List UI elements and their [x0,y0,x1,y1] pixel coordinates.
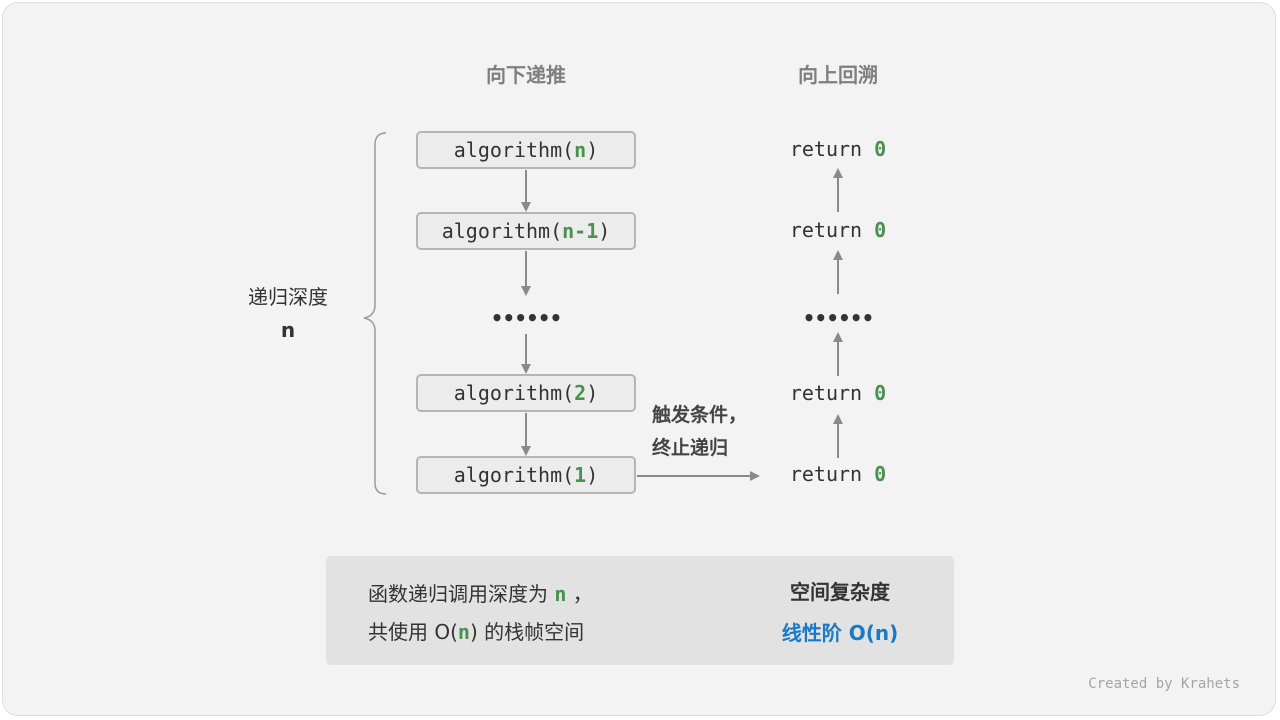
summary-var: n [554,582,567,606]
call-close: ) [586,381,599,405]
return-ellipsis: •••••• [802,306,875,330]
return-keyword: return [789,218,875,242]
summary-line-2: 共使用 O(n) 的栈帧空间 [368,616,584,645]
call-close: ) [598,219,611,243]
space-complexity-title: 空间复杂度 [790,580,890,604]
call-box-n: algorithm(n) [416,131,636,169]
trigger-line-2: 终止递归 [652,437,729,459]
depth-label: 递归深度 [248,285,328,309]
return-value: 0 [874,462,887,486]
return-row: return 0 [728,381,948,405]
call-box-1: algorithm(1) [416,456,636,494]
call-arg: n-1 [562,219,599,243]
depth-brace [363,132,387,495]
call-close: ) [586,463,599,487]
depth-value: n [280,318,296,342]
call-fn: algorithm( [441,219,563,243]
call-close: ) [586,138,599,162]
return-keyword: return [789,462,875,486]
header-recurse-down: 向下递推 [486,63,566,87]
summary-text: ， [566,582,593,606]
summary-text: ) 的栈帧空间 [469,620,585,644]
return-row: return 0 [728,462,948,486]
return-row: return 0 [728,218,948,242]
trigger-line-1: 触发条件， [652,404,748,426]
summary-text: 共使用 O( [368,620,458,644]
summary-var: n [457,620,470,644]
call-fn: algorithm( [453,463,575,487]
header-backtrack-up: 向上回溯 [798,63,878,87]
call-arg: 1 [574,463,587,487]
call-box-n-minus-1: algorithm(n-1) [416,212,636,250]
return-keyword: return [789,381,875,405]
summary-line-1: 函数递归调用深度为 n ， [368,578,593,607]
call-arg: 2 [574,381,587,405]
call-fn: algorithm( [453,381,575,405]
summary-panel [326,556,954,665]
return-value: 0 [874,137,887,161]
call-arg: n [574,138,587,162]
return-keyword: return [789,137,875,161]
return-row: return 0 [728,137,948,161]
return-value: 0 [874,381,887,405]
space-complexity-value: 线性阶 O(n) [781,621,899,645]
return-value: 0 [874,218,887,242]
call-ellipsis: •••••• [490,306,563,330]
call-fn: algorithm( [453,138,575,162]
call-box-2: algorithm(2) [416,374,636,412]
credit-text: Created by Krahets [1088,676,1240,692]
summary-text: 函数递归调用深度为 [368,582,555,606]
